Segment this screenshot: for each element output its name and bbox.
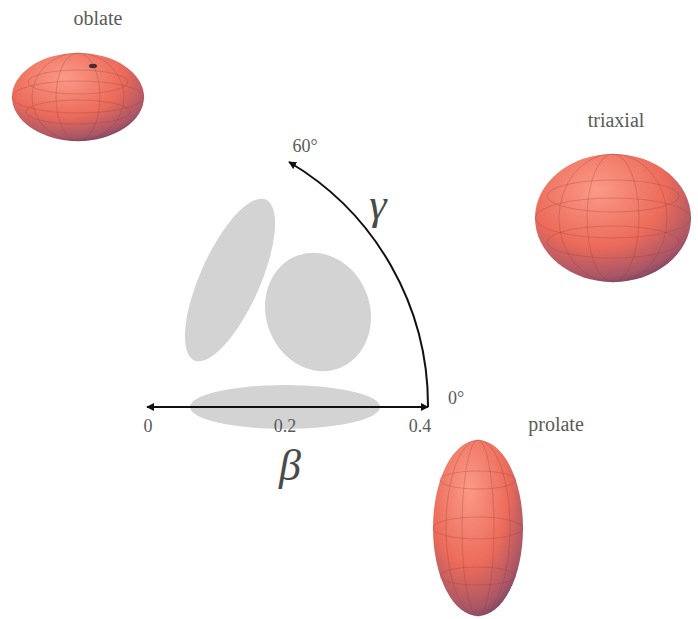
gamma-arc: [289, 162, 428, 407]
shape-name: oblate: [74, 8, 123, 28]
shape-name: prolate: [528, 414, 584, 434]
tick-label: 0: [144, 417, 153, 435]
triaxial-ellipsoid: [535, 154, 691, 282]
angle-label: 0°: [448, 389, 464, 407]
prolate-ellipsoid: [433, 440, 523, 616]
angle-label: 60°: [292, 137, 317, 155]
axis-symbol: β: [279, 444, 301, 488]
oblate-ellipsoid: [12, 53, 144, 141]
beta-axis: [147, 406, 428, 408]
shape-name: triaxial: [588, 110, 645, 130]
tick-label: 0.4: [409, 417, 432, 435]
triaxial-region: [249, 238, 388, 386]
axis-symbol: γ: [369, 183, 386, 227]
tick-label: 0.2: [274, 417, 297, 435]
